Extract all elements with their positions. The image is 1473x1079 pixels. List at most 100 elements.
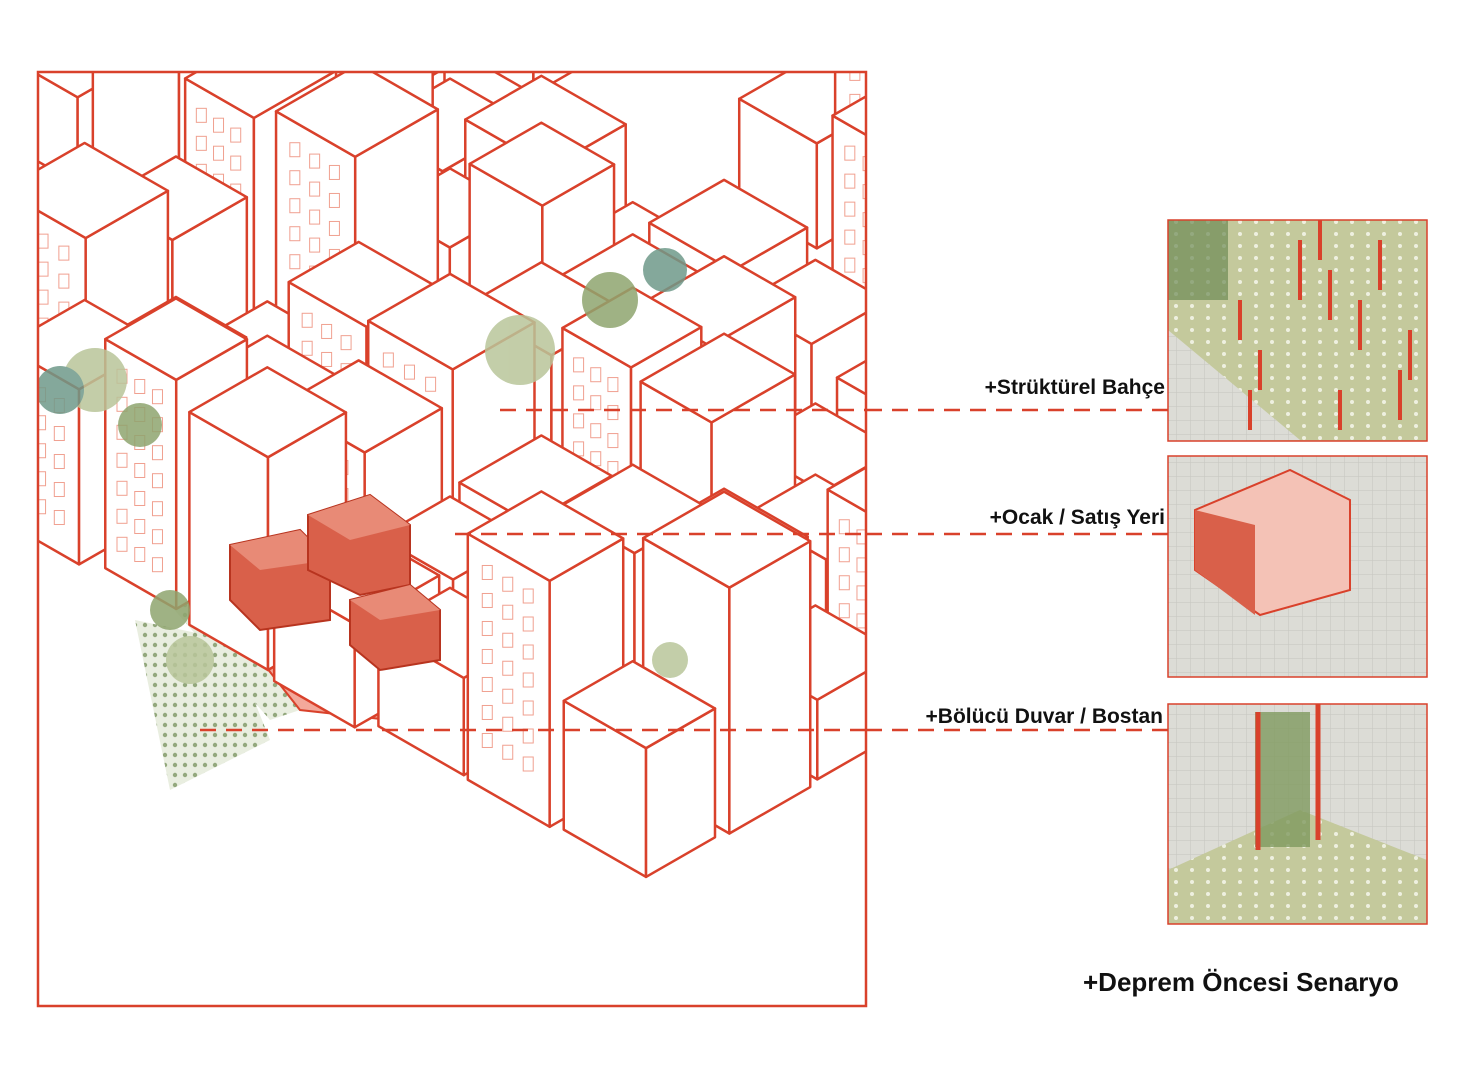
window [195, 135, 207, 151]
window [954, 201, 964, 215]
window [209, 51, 219, 65]
window [314, 56, 324, 70]
window [425, 376, 437, 392]
window [134, 518, 146, 534]
window [871, 78, 881, 92]
window [960, 480, 970, 494]
window [321, 351, 333, 367]
building [927, 280, 1071, 453]
window [590, 395, 602, 411]
window [939, 440, 949, 454]
window [971, 183, 981, 197]
window [213, 117, 225, 133]
window [871, 218, 881, 232]
window [522, 616, 534, 632]
building [562, 659, 717, 879]
window [891, 174, 901, 188]
window [607, 377, 619, 393]
inset-structural-garden [1167, 219, 1428, 442]
window [403, 364, 415, 380]
window [881, 195, 891, 209]
window [289, 198, 301, 214]
window [17, 306, 27, 320]
window [590, 423, 602, 439]
window [289, 142, 301, 158]
window [116, 480, 128, 496]
window [881, 279, 891, 293]
window [309, 153, 321, 169]
window [328, 220, 340, 236]
window [301, 312, 313, 328]
window [17, 250, 27, 264]
window [502, 744, 514, 760]
window [309, 181, 321, 197]
window [38, 471, 47, 487]
window [230, 127, 242, 143]
building [917, 60, 1081, 255]
window [481, 620, 493, 636]
window [862, 156, 866, 172]
window [17, 390, 27, 404]
window [844, 145, 856, 161]
window [38, 415, 47, 431]
window [301, 340, 313, 356]
window [213, 145, 225, 161]
window [971, 267, 981, 281]
window [862, 268, 866, 284]
window [58, 273, 70, 289]
window [607, 405, 619, 421]
window [471, 13, 481, 27]
callout-divider-wall: +Bölücü Duvar / Bostan [925, 705, 1163, 728]
window [937, 192, 947, 206]
window [522, 728, 534, 744]
window [17, 489, 27, 503]
window [844, 201, 856, 217]
window [195, 107, 207, 123]
window [875, 624, 885, 638]
window [289, 170, 301, 186]
window [481, 732, 493, 748]
window [939, 384, 949, 398]
callout-structural-garden: +Strüktürel Bahçe [984, 376, 1165, 399]
window [17, 461, 27, 475]
window [481, 648, 493, 664]
window [937, 248, 947, 262]
window [53, 510, 65, 526]
window [38, 499, 47, 515]
building [560, 0, 708, 35]
map-frame [36, 70, 868, 1008]
window [849, 72, 861, 81]
window [502, 660, 514, 676]
window [53, 482, 65, 498]
window [17, 362, 27, 376]
building [912, 0, 1073, 43]
window [17, 433, 27, 447]
building [918, 0, 1078, 147]
scenario-title: +Deprem Öncesi Senaryo [1083, 967, 1399, 997]
window [971, 239, 981, 253]
window [971, 295, 981, 309]
window [490, 0, 500, 10]
window [151, 557, 163, 573]
window [981, 464, 991, 478]
window [937, 164, 947, 178]
window [309, 209, 321, 225]
window [289, 254, 301, 270]
city-block [17, 0, 1081, 879]
window [856, 557, 866, 573]
window [151, 473, 163, 489]
window [382, 352, 394, 368]
window [573, 385, 585, 401]
window [937, 220, 947, 234]
window [844, 173, 856, 189]
window [954, 229, 964, 243]
window [116, 508, 128, 524]
window [954, 285, 964, 299]
window [838, 547, 850, 563]
window [328, 164, 340, 180]
window [862, 184, 866, 200]
window [881, 223, 891, 237]
window [954, 257, 964, 271]
window [607, 433, 619, 449]
window [522, 700, 534, 716]
